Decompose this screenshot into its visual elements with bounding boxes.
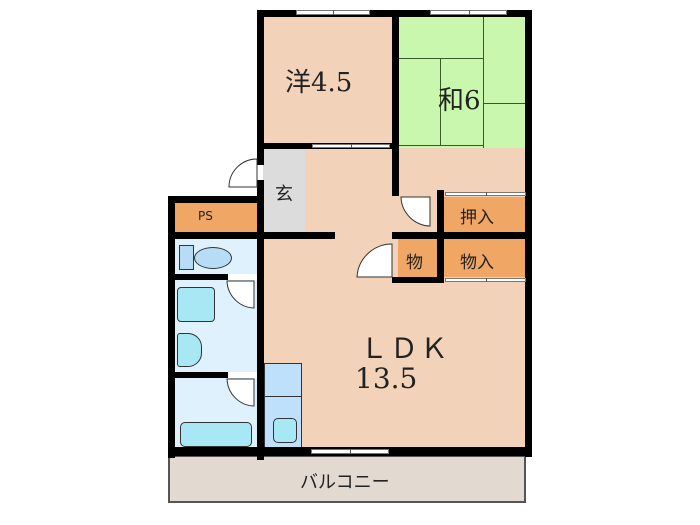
western-room-label: 洋4.5 xyxy=(285,68,353,98)
bathtub xyxy=(180,422,252,447)
wall xyxy=(257,180,264,460)
ldk-area: 13.5 xyxy=(355,362,418,395)
wall xyxy=(257,10,264,165)
ldk-upper-hall xyxy=(305,148,393,233)
japanese-room-label: 和6 xyxy=(438,86,481,116)
entrance-label: 玄 xyxy=(275,184,293,205)
japanese-room-door-icon xyxy=(400,196,431,227)
wall xyxy=(168,232,335,239)
wall xyxy=(168,196,264,203)
wall xyxy=(392,277,444,283)
balcony xyxy=(168,455,526,503)
window xyxy=(445,278,526,282)
toilet-tank xyxy=(179,245,194,270)
pipe-space xyxy=(174,202,258,232)
storage-monoire xyxy=(443,239,526,277)
window xyxy=(445,192,526,196)
tatami-mat xyxy=(398,58,441,146)
kitchen-sink xyxy=(273,418,297,443)
entrance xyxy=(263,148,305,233)
window xyxy=(430,10,507,15)
closet-oshiire-label: 押入 xyxy=(460,208,494,228)
window xyxy=(296,10,370,15)
washbasin xyxy=(177,333,202,367)
toilet-bowl xyxy=(194,247,232,269)
bathroom-door-icon xyxy=(226,378,255,407)
tatami-mat xyxy=(483,16,526,104)
wall xyxy=(168,274,228,280)
ldk-label: ＬＤＫ xyxy=(360,332,451,365)
window xyxy=(311,449,389,454)
closet-oshiire xyxy=(443,197,526,232)
washing-machine-pan xyxy=(177,287,215,322)
entrance-door-icon xyxy=(228,158,258,188)
wall xyxy=(168,372,228,378)
tatami-mat xyxy=(398,16,484,59)
wall xyxy=(392,232,532,239)
pipe-space-label: PS xyxy=(198,209,213,223)
storage-small xyxy=(398,239,437,277)
wall xyxy=(168,196,175,458)
western-room xyxy=(263,16,393,144)
wall xyxy=(392,10,399,196)
storage-monoire-label: 物入 xyxy=(460,253,494,273)
ldk-door-icon xyxy=(356,243,393,278)
toilet-door-icon xyxy=(226,280,255,309)
kitchen-divider xyxy=(264,396,302,397)
window xyxy=(312,144,390,148)
storage-small-label: 物 xyxy=(406,253,423,273)
balcony-label: バルコニー xyxy=(300,472,390,493)
